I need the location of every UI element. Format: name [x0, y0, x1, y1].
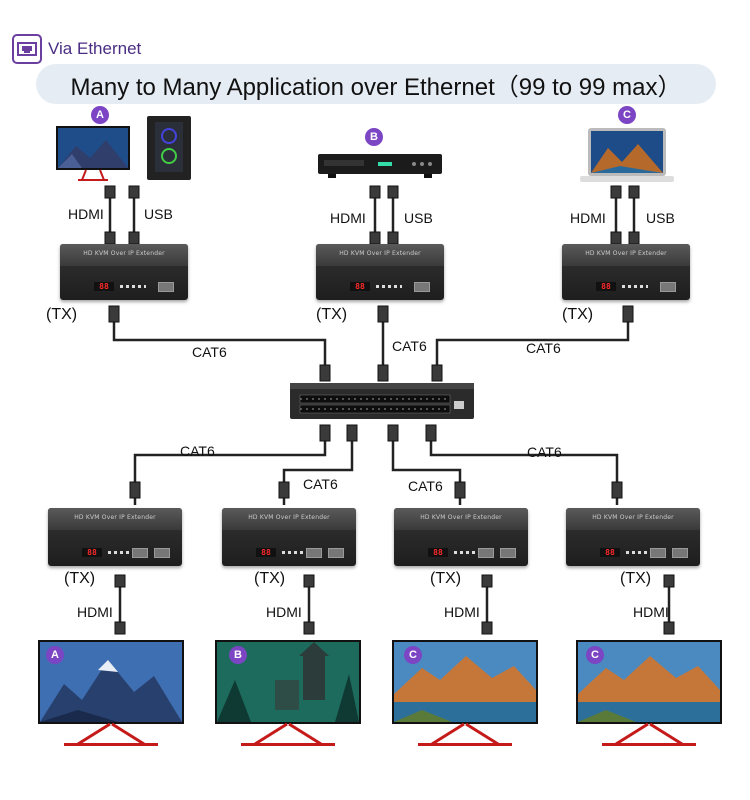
cat6-label: CAT6 — [527, 444, 562, 460]
label-hdmi-3: HDMI — [444, 604, 480, 620]
rx-extender-1: HD KVM Over IP Extender 88 — [48, 508, 182, 566]
label-tx-c: (TX) — [562, 306, 594, 323]
network-switch — [290, 383, 474, 423]
source-c-badge: C — [618, 106, 636, 124]
tx-extender-b: HD KVM Over IP Extender 88 — [316, 244, 444, 300]
pc-tower-icon — [143, 114, 195, 182]
display-1-badge: A — [46, 646, 64, 664]
laptop-icon — [580, 128, 674, 184]
cat6-label: CAT6 — [180, 443, 215, 459]
label-hdmi-1: HDMI — [77, 604, 113, 620]
rx-extender-4: HD KVM Over IP Extender 88 — [566, 508, 700, 566]
label-tx-4: (TX) — [620, 570, 652, 587]
label-hdmi-c: HDMI — [570, 210, 606, 226]
extender-name: HD KVM Over IP Extender — [83, 250, 165, 257]
display-2 — [215, 640, 361, 752]
extender-display: 88 — [82, 548, 102, 557]
extender-display: 88 — [596, 282, 616, 291]
display-2-badge: B — [229, 646, 247, 664]
extender-name: HD KVM Over IP Extender — [420, 514, 502, 521]
via-ethernet-label: Via Ethernet — [48, 39, 142, 58]
page-title: Many to Many Application over Ethernet（9… — [36, 64, 716, 104]
display-3 — [392, 640, 538, 752]
extender-name: HD KVM Over IP Extender — [339, 250, 421, 257]
label-tx-1: (TX) — [64, 570, 96, 587]
cat6-label: CAT6 — [526, 340, 561, 356]
extender-name: HD KVM Over IP Extender — [592, 514, 674, 521]
extender-name: HD KVM Over IP Extender — [585, 250, 667, 257]
ethernet-port-icon — [12, 34, 42, 64]
extender-display: 88 — [94, 282, 114, 291]
rx-extender-3: HD KVM Over IP Extender 88 — [394, 508, 528, 566]
label-hdmi-2: HDMI — [266, 604, 302, 620]
label-usb-b: USB — [404, 210, 433, 226]
extender-display: 88 — [428, 548, 448, 557]
source-monitor-a — [56, 126, 130, 182]
label-tx-3: (TX) — [430, 570, 462, 587]
label-usb-a: USB — [144, 206, 173, 222]
display-3-badge: C — [404, 646, 422, 664]
extender-name: HD KVM Over IP Extender — [74, 514, 156, 521]
source-b-badge: B — [365, 128, 383, 146]
label-hdmi-b: HDMI — [330, 210, 366, 226]
rx-extender-2: HD KVM Over IP Extender 88 — [222, 508, 356, 566]
label-tx-2: (TX) — [254, 570, 286, 587]
extender-display: 88 — [350, 282, 370, 291]
label-tx-b: (TX) — [316, 306, 348, 323]
label-usb-c: USB — [646, 210, 675, 226]
label-hdmi-4: HDMI — [633, 604, 669, 620]
extender-display: 88 — [256, 548, 276, 557]
via-ethernet-tag: Via Ethernet — [12, 34, 141, 64]
cat6-label: CAT6 — [192, 344, 227, 360]
cat6-label: CAT6 — [303, 476, 338, 492]
source-a-badge: A — [91, 106, 109, 124]
cat6-label: CAT6 — [408, 478, 443, 494]
tx-extender-c: HD KVM Over IP Extender 88 — [562, 244, 690, 300]
display-4-badge: C — [586, 646, 604, 664]
cat6-label: CAT6 — [392, 338, 427, 354]
label-tx-a: (TX) — [46, 306, 78, 323]
extender-display: 88 — [600, 548, 620, 557]
extender-name: HD KVM Over IP Extender — [248, 514, 330, 521]
label-hdmi-a: HDMI — [68, 206, 104, 222]
dvd-player-icon — [318, 150, 442, 180]
tx-extender-a: HD KVM Over IP Extender 88 — [60, 244, 188, 300]
